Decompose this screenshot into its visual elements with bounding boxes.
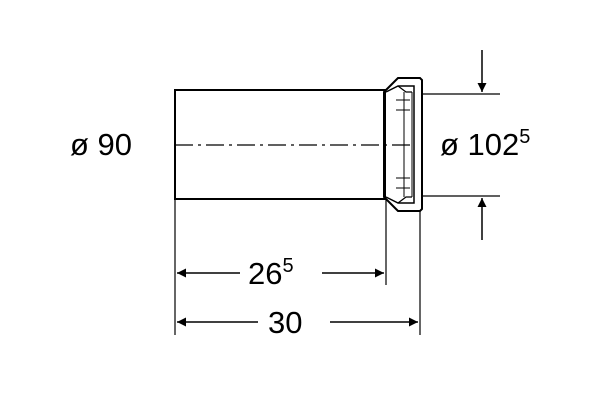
pipe-diameter-label: ø 90	[70, 127, 132, 162]
seal-diameter-label: ø 1025	[440, 126, 530, 162]
inner-length-label: 265	[248, 255, 294, 291]
total-length-label: 30	[268, 305, 302, 340]
seal-collar	[383, 77, 423, 212]
